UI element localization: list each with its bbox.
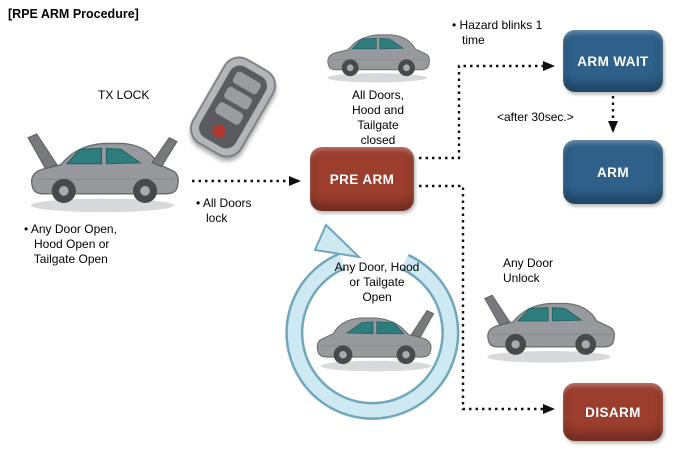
cycle-caption: Any Door, Hood or Tailgate Open bbox=[334, 260, 420, 304]
node-arm-wait: ARM WAIT bbox=[563, 30, 663, 92]
arrow-prearm-to-armwait bbox=[419, 61, 555, 160]
fob-panic-button-icon bbox=[212, 124, 226, 138]
arrow-prearm-to-disarm bbox=[419, 184, 555, 414]
car-closed-image bbox=[320, 24, 434, 86]
node-disarm: DISARM bbox=[563, 383, 663, 441]
after-30sec-label: <after 30sec.> bbox=[497, 110, 574, 124]
tx-lock-label: TX LOCK bbox=[98, 88, 150, 102]
top-car-caption: All Doors, Hood and Tailgate closed bbox=[351, 88, 405, 147]
fob-button-icon bbox=[224, 86, 253, 110]
fob-button-icon bbox=[215, 102, 244, 125]
open-tailgate-icon bbox=[27, 133, 58, 170]
fob-button-icon bbox=[232, 71, 261, 95]
open-hood-icon bbox=[151, 137, 178, 168]
node-arm: ARM bbox=[563, 140, 663, 204]
car-doors-open-image bbox=[27, 133, 185, 217]
any-door-unlock-caption: Any Door Unlock bbox=[503, 256, 554, 285]
cycle-arrow-icon bbox=[285, 223, 460, 420]
all-doors-lock-caption: • All Doors lock bbox=[196, 196, 252, 225]
car-unlock-image bbox=[484, 294, 620, 367]
key-fob-image bbox=[189, 56, 277, 158]
open-tailgate-icon bbox=[484, 294, 511, 326]
node-pre-arm: PRE ARM bbox=[310, 147, 414, 211]
hazard-caption: • Hazard blinks 1 time bbox=[452, 18, 543, 47]
car-cycle-open-image bbox=[312, 310, 435, 375]
open-tailgate-icon bbox=[410, 310, 435, 338]
left-car-caption: • Any Door Open, Hood Open or Tailgate O… bbox=[24, 222, 117, 266]
diagram-title: [RPE ARM Procedure] bbox=[8, 7, 139, 21]
